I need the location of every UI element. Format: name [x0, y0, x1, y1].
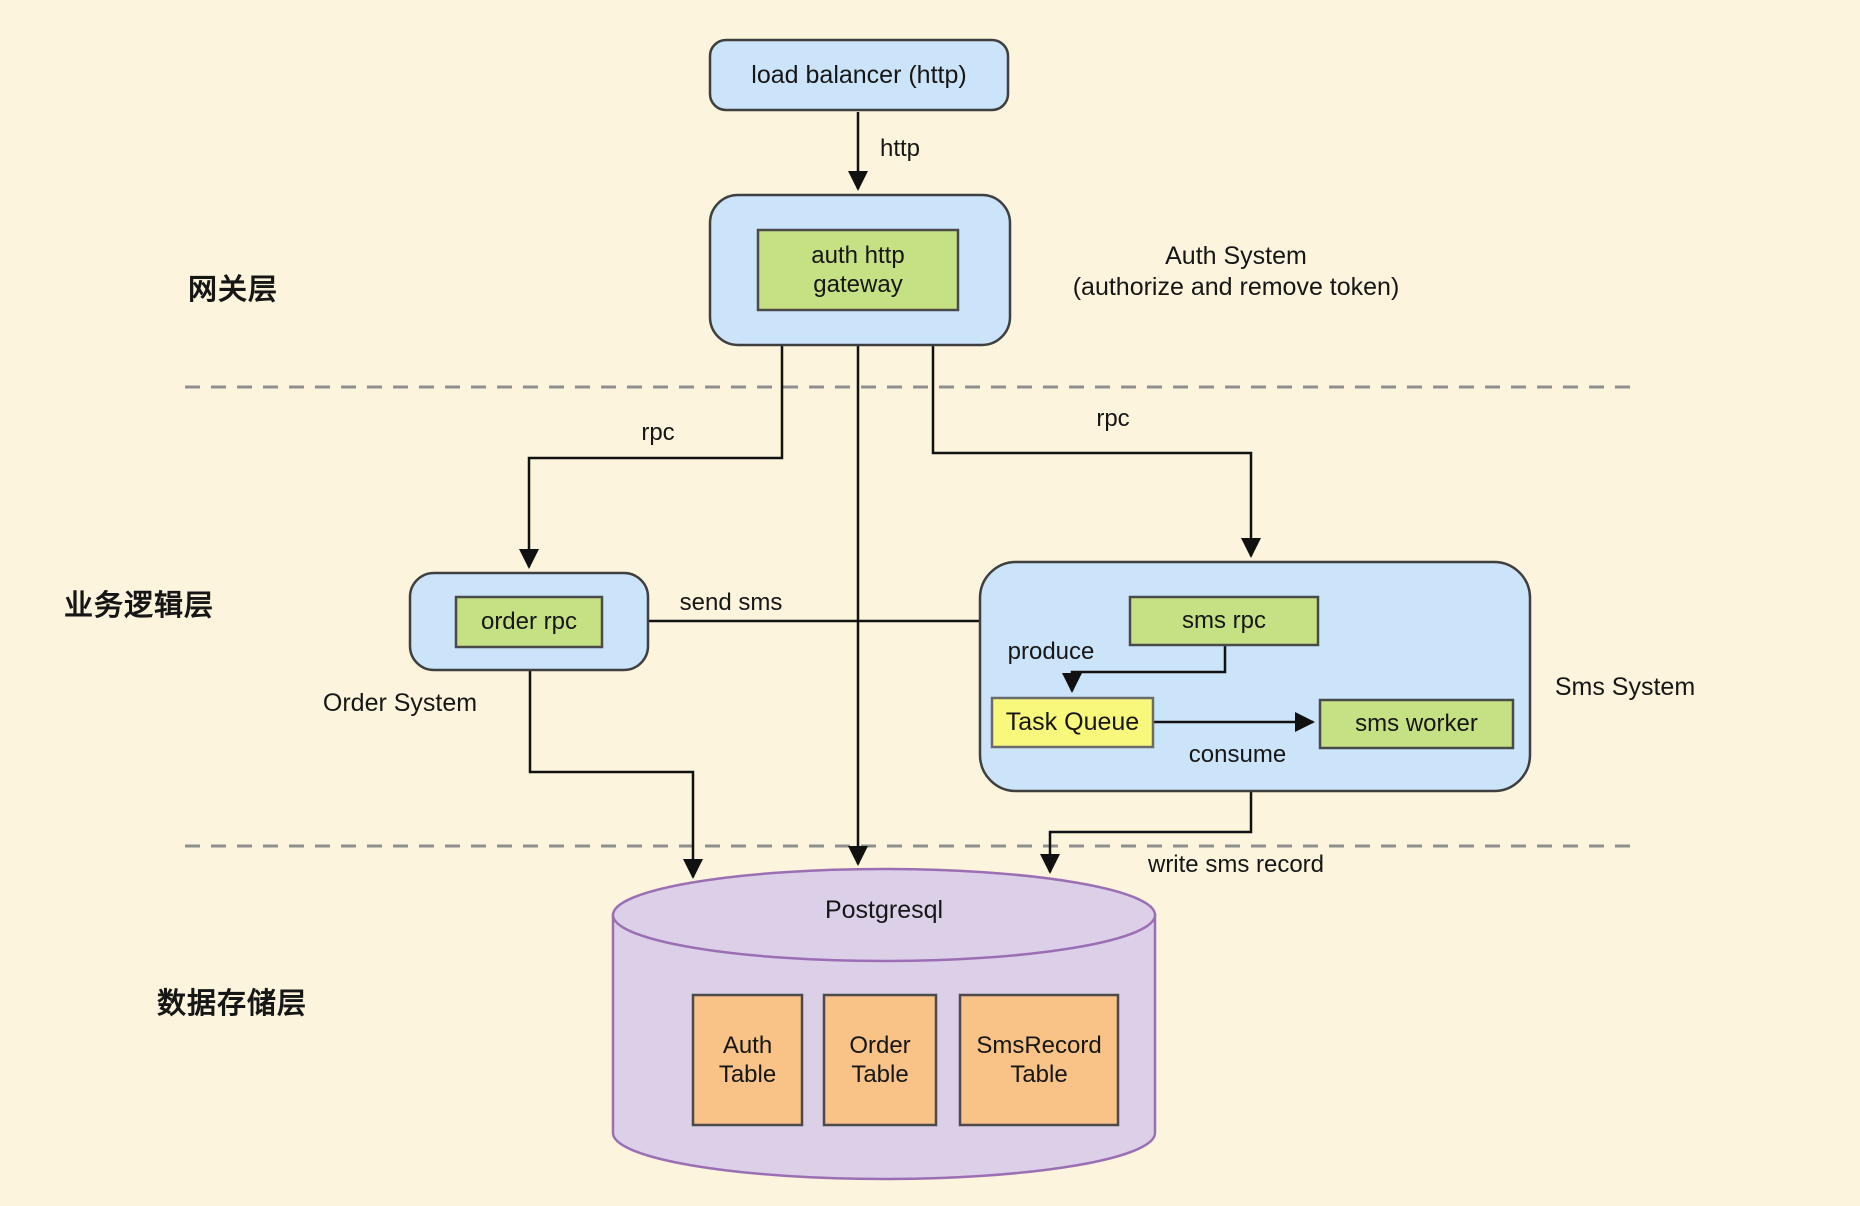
- auth-system-annotation-line1: Auth System: [1165, 242, 1307, 270]
- task-queue-label: Task Queue: [1005, 708, 1140, 737]
- load-balancer-label: load balancer (http): [751, 60, 967, 89]
- postgresql-label: Postgresql: [824, 895, 944, 924]
- auth-gateway-label: auth http gateway: [811, 241, 905, 298]
- layer-label-gateway: 网关层: [188, 274, 279, 306]
- task-queue-box: [990, 696, 1155, 749]
- edge-order-db: [528, 670, 703, 879]
- smsrecord-table-box: [958, 993, 1120, 1127]
- sms-rpc-box: [1128, 595, 1320, 647]
- auth-table-label: Auth Table: [718, 1031, 777, 1088]
- edge-label-consume: consume: [1188, 741, 1287, 768]
- edge-label-rpc-order: rpc: [641, 419, 675, 446]
- edge-label-send-sms: send sms: [679, 589, 783, 616]
- order-table-label: Order Table: [849, 1031, 911, 1088]
- edge-write-sms-record: [1040, 791, 1253, 874]
- order-rpc-label: order rpc: [480, 608, 578, 636]
- auth-table-box: [691, 993, 804, 1127]
- auth-gateway-box: [756, 228, 960, 312]
- sms-system-annotation: Sms System: [1554, 673, 1696, 701]
- edge-label-write-sms-record: write sms record: [1147, 851, 1325, 878]
- sms-worker-label: sms worker: [1355, 710, 1478, 738]
- order-rpc-box: [454, 595, 604, 649]
- edge-label-rpc-sms: rpc: [1096, 405, 1130, 432]
- sms-worker-box: [1318, 698, 1515, 750]
- edge-label-produce: produce: [1007, 638, 1095, 665]
- load-balancer-box: [708, 38, 1010, 112]
- order-system-annotation: Order System: [322, 689, 478, 717]
- edge-rpc-order: [519, 345, 784, 569]
- order-table-box: [822, 993, 938, 1127]
- smsrecord-table-label: SmsRecord Table: [976, 1031, 1102, 1088]
- layer-label-business: 业务逻辑层: [64, 590, 215, 622]
- edge-rpc-sms: [931, 345, 1261, 558]
- edge-produce: [1062, 645, 1227, 693]
- auth-system-annotation: Auth System (authorize and remove token): [1020, 241, 1452, 304]
- layer-label-storage: 数据存储层: [157, 988, 308, 1020]
- auth-system-annotation-line2: (authorize and remove token): [1072, 273, 1400, 302]
- edge-label-http: http: [880, 135, 921, 162]
- sms-rpc-label: sms rpc: [1182, 607, 1266, 635]
